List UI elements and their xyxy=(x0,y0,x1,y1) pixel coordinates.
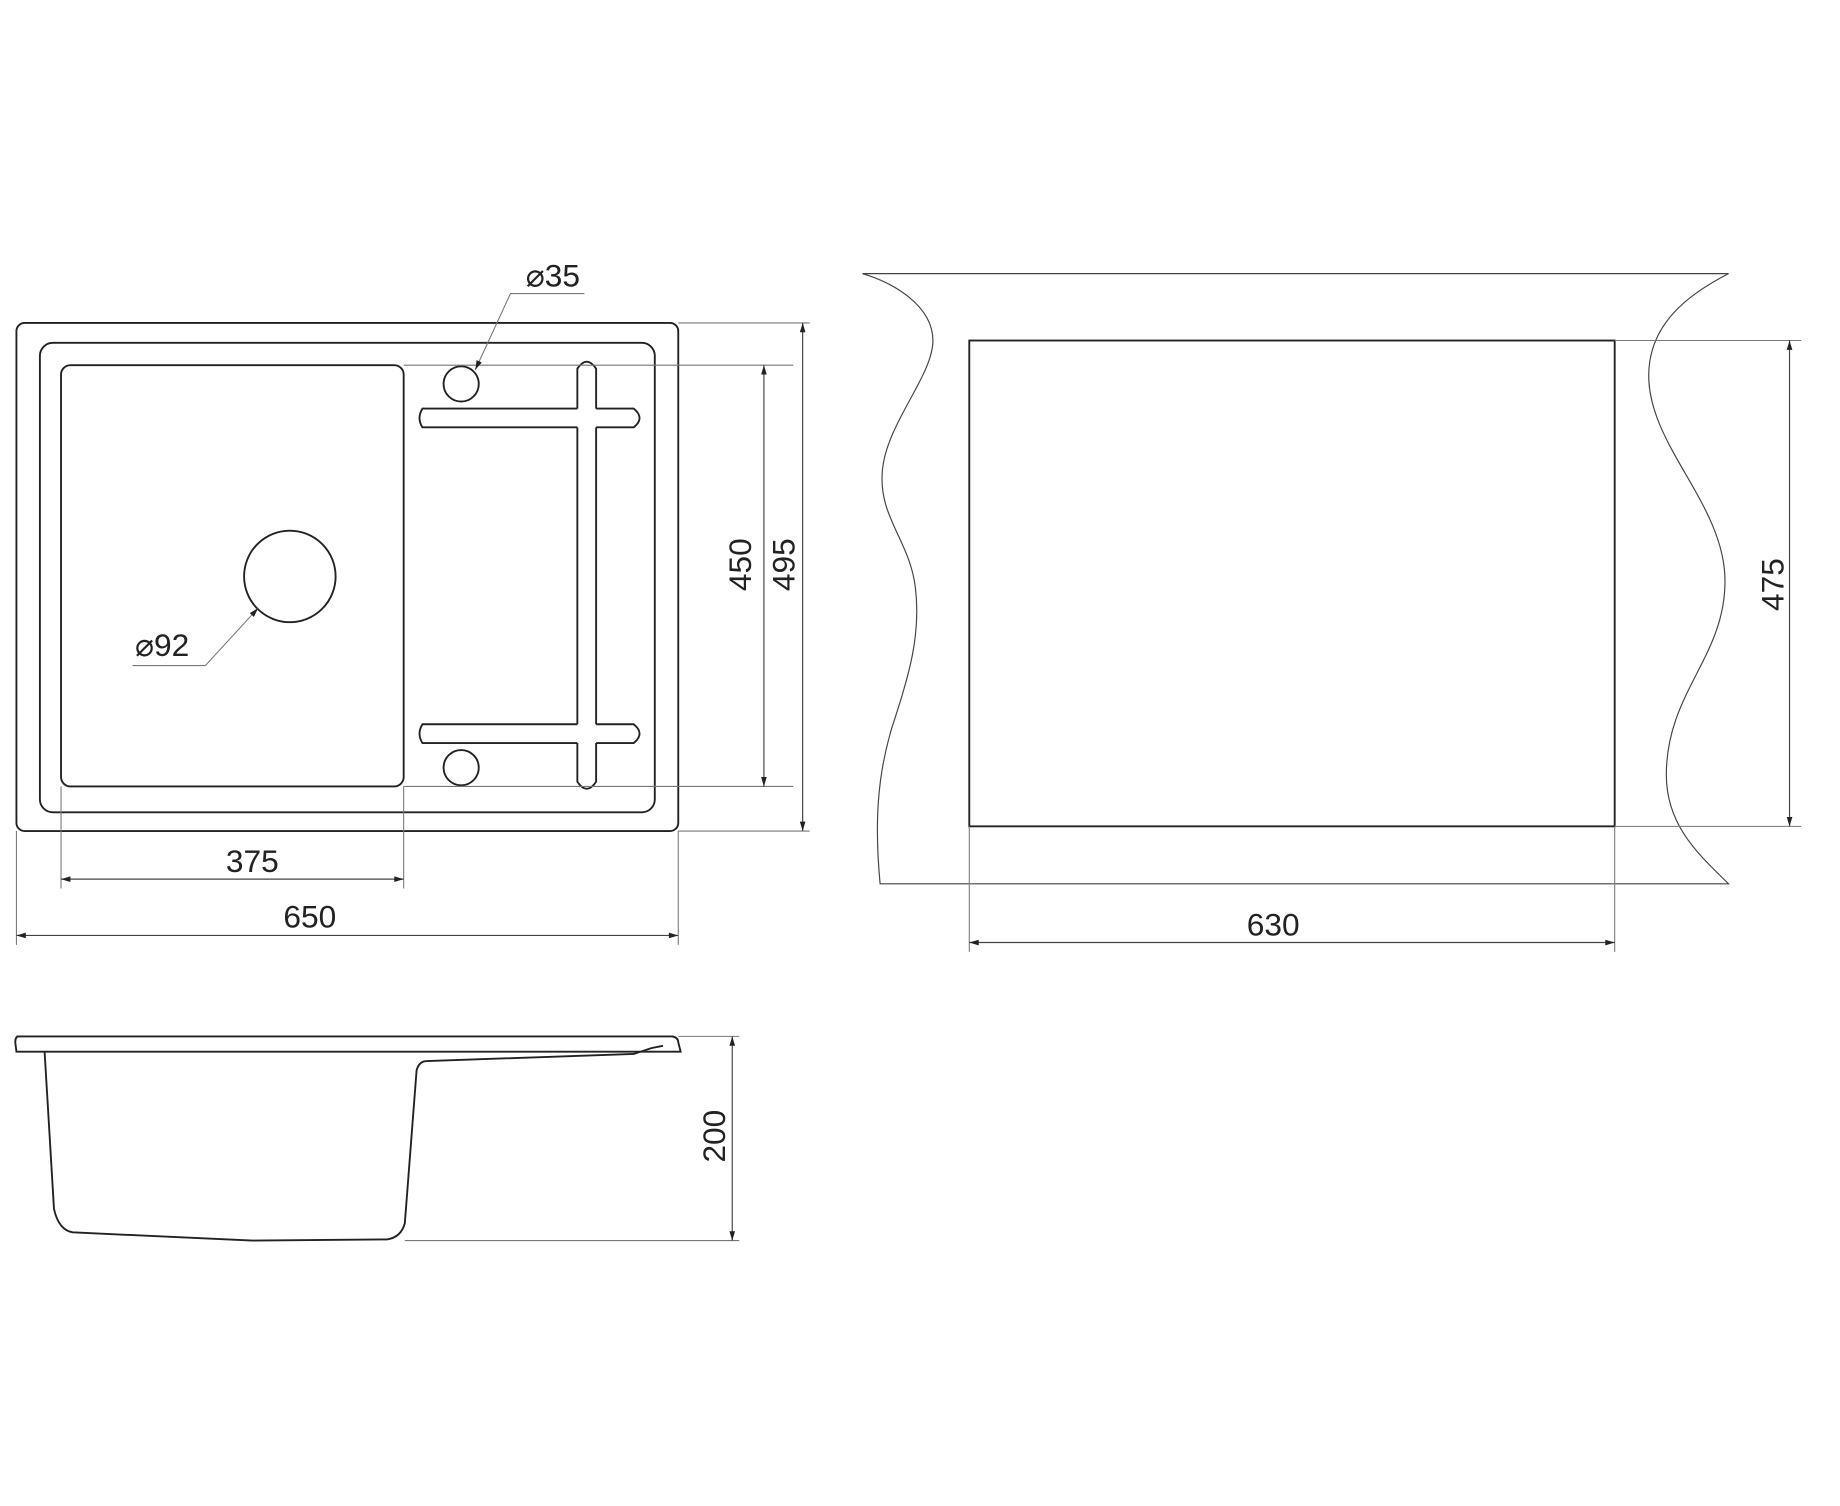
side-extension-lines xyxy=(404,1035,740,1242)
cutout-extension-lines xyxy=(968,339,1802,952)
side-view: 200 xyxy=(14,1035,740,1242)
bowl-outline xyxy=(60,364,405,788)
dimension-label-450: 450 xyxy=(722,538,758,591)
countertop-outline xyxy=(862,273,1730,885)
sink-rim-profile xyxy=(14,1035,682,1053)
label-drain-hole-diameter: ⌀92 xyxy=(135,627,189,663)
drainer-rib-bottom xyxy=(418,723,641,744)
drainer-rib-vertical xyxy=(576,360,598,790)
dimension-label-650: 650 xyxy=(283,898,336,934)
sink-outer-edge xyxy=(15,321,680,832)
leader-tap-hole xyxy=(474,293,585,371)
dimension-label-495: 495 xyxy=(765,538,801,591)
cutout-view: 630 475 xyxy=(862,273,1802,952)
dimension-label-475: 475 xyxy=(1755,558,1791,611)
tap-hole-top xyxy=(442,365,480,403)
bowl-profile xyxy=(43,1044,664,1242)
dimension-label-630: 630 xyxy=(1247,906,1300,942)
top-view: 650 375 450 495 ⌀35 ⌀92 xyxy=(15,258,810,945)
dimension-label-375: 375 xyxy=(226,843,279,879)
label-tap-hole-diameter: ⌀35 xyxy=(526,258,580,294)
leader-drain-hole xyxy=(132,607,259,667)
tap-hole-bottom xyxy=(442,749,480,787)
cutout-rectangle xyxy=(968,339,1616,828)
sink-inner-rim xyxy=(38,341,656,814)
drain-hole xyxy=(243,529,337,624)
drainer-rib-top xyxy=(418,407,641,429)
extension-lines xyxy=(15,322,810,945)
dimension-label-200: 200 xyxy=(696,1110,732,1163)
